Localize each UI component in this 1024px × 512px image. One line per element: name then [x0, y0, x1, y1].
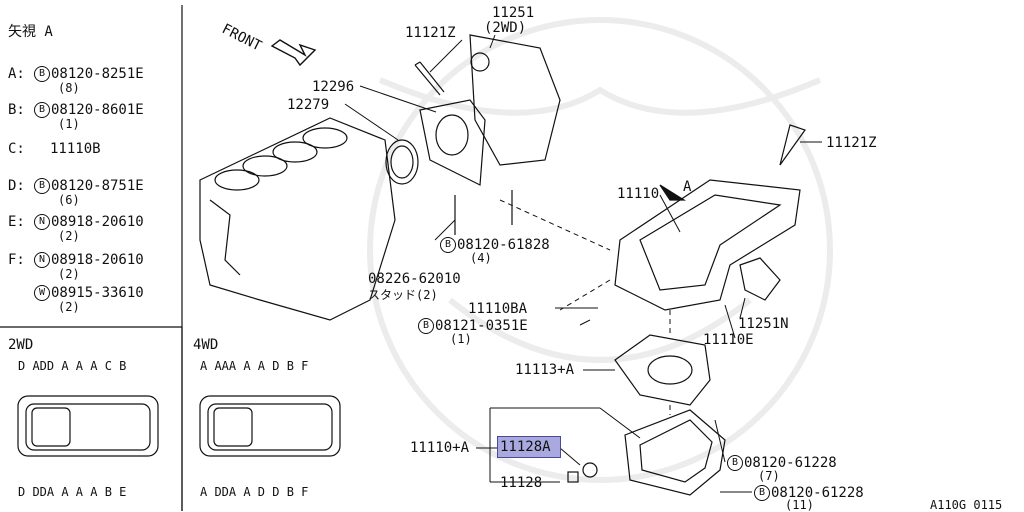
- legend-qty: (1): [58, 117, 80, 131]
- pan-outline-4wd: [199, 395, 341, 457]
- bolt-b-icon: B: [418, 318, 434, 334]
- part-08226-note: スタッド(2): [368, 288, 438, 302]
- watermark-logo: [367, 17, 833, 483]
- circled-letter-icon: B: [34, 102, 50, 118]
- part-11121z-top[interactable]: 11121Z: [405, 25, 456, 41]
- circled-letter-icon: N: [34, 214, 50, 230]
- legend-key: B:: [8, 102, 25, 118]
- legend-key: F:: [8, 252, 25, 268]
- legend-part-number[interactable]: 08918-20610: [51, 252, 144, 268]
- bolt-b-icon: B: [754, 485, 770, 501]
- front-arrow-icon: [270, 39, 317, 67]
- panel-4wd-top-labels: A AAA A A D B F: [200, 359, 309, 373]
- diagram-code: A110G 0115: [930, 498, 1003, 512]
- legend-title: 矢視 A: [8, 24, 53, 40]
- legend-part-number[interactable]: 08120-8601E: [51, 102, 144, 118]
- part-12296[interactable]: 12296: [312, 79, 355, 95]
- part-11110[interactable]: 11110: [617, 186, 660, 202]
- circled-letter-icon: B: [34, 66, 50, 82]
- legend-qty: (6): [58, 193, 80, 207]
- part-11251-note: (2WD): [484, 20, 527, 36]
- view-arrow-label: A: [683, 179, 692, 195]
- panel-4wd-bottom-labels: A DDA A D D B F: [200, 485, 309, 499]
- legend-part-number[interactable]: 08918-20610: [51, 214, 144, 230]
- part-08120-61828-qty: (4): [470, 251, 492, 265]
- circled-letter-icon: W: [34, 285, 50, 301]
- part-12279[interactable]: 12279: [287, 97, 330, 113]
- legend-qty: (2): [58, 267, 80, 281]
- part-11121z-right[interactable]: 11121Z: [826, 135, 877, 151]
- part-08120-61228-a-qty: (7): [758, 469, 780, 483]
- bolt-b-icon: B: [727, 455, 743, 471]
- part-11251[interactable]: 11251: [492, 5, 535, 21]
- part-11113a[interactable]: 11113+A: [515, 362, 575, 378]
- part-08121-qty: (1): [450, 332, 472, 346]
- highlighted-part-box[interactable]: 11128A: [497, 436, 561, 458]
- panel-title-2wd: 2WD: [8, 337, 34, 353]
- legend-part-number[interactable]: 08120-8251E: [51, 66, 144, 82]
- legend-part-number[interactable]: 08915-33610: [51, 285, 144, 301]
- legend-key: D:: [8, 178, 25, 194]
- leader-lines: [344, 34, 822, 493]
- panel-title-4wd: 4WD: [193, 337, 219, 353]
- part-11110e[interactable]: 11110E: [703, 332, 754, 348]
- part-08120-61228-b-qty: (11): [785, 498, 814, 512]
- part-08226-62010[interactable]: 08226-62010: [368, 271, 461, 287]
- bolt-b-icon: B: [440, 237, 456, 253]
- oil-pan-gasket: [614, 334, 711, 406]
- panel-2wd-bottom-labels: D DDA A A A B E: [18, 485, 127, 499]
- engine-block: [199, 117, 396, 321]
- part-11251n[interactable]: 11251N: [738, 316, 789, 332]
- legend-key: E:: [8, 214, 25, 230]
- part-11110ba[interactable]: 11110BA: [468, 301, 528, 317]
- part-11110a[interactable]: 11110+A: [410, 440, 470, 456]
- pan-outline-2wd: [17, 395, 159, 457]
- rear-seal-parts: [385, 34, 561, 235]
- part-11128[interactable]: 11128: [500, 475, 543, 491]
- panel-2wd-top-labels: D ADD A A A C B: [18, 359, 127, 373]
- legend-part-number[interactable]: 11110B: [50, 141, 101, 157]
- part-11128a: 11128A: [500, 439, 551, 455]
- legend-qty: (2): [58, 229, 80, 243]
- legend-qty: (8): [58, 81, 80, 95]
- legend-key: C:: [8, 141, 25, 157]
- circled-letter-icon: B: [34, 178, 50, 194]
- circled-letter-icon: N: [34, 252, 50, 268]
- oil-pan-lower: [567, 409, 726, 496]
- legend-part-number[interactable]: 08120-8751E: [51, 178, 144, 194]
- legend-row: C: 11110B: [8, 142, 101, 156]
- oil-pan-upper: [614, 124, 806, 311]
- legend-qty: (2): [58, 300, 80, 314]
- legend-key: A:: [8, 66, 25, 82]
